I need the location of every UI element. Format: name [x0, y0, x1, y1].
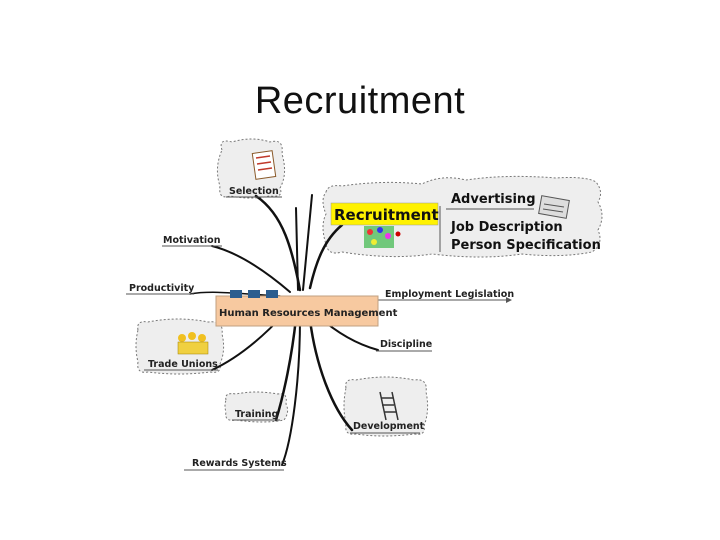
focus-item-advertising: Advertising — [451, 192, 536, 207]
team-icon — [177, 332, 209, 355]
connector-tab — [248, 290, 260, 298]
central-topic: Human Resources Management — [215, 290, 398, 327]
topic-training: Training — [235, 409, 278, 420]
recruitment-highlight — [330, 202, 439, 226]
branch-development — [308, 318, 354, 432]
branch-training — [274, 316, 298, 422]
recruitment-label: Recruitment — [334, 206, 439, 224]
newspaper-icon — [538, 195, 570, 219]
cloud-development — [343, 376, 429, 437]
topic-rewards-systems: Rewards Systems — [192, 458, 287, 469]
connector-tab — [266, 290, 278, 298]
focus-item-person-specification: Person Specification — [451, 238, 601, 253]
topic-selection: Selection — [229, 186, 279, 197]
document-icon — [251, 150, 277, 180]
central-topic-label: Human Resources Management — [219, 308, 398, 319]
slide-title: Recruitment — [254, 80, 466, 122]
branch-hub-up — [295, 194, 313, 291]
branch-recruitment — [308, 223, 344, 290]
topic-discipline: Discipline — [380, 339, 432, 350]
topic-development: Development — [353, 421, 425, 432]
topic-underlines — [126, 196, 510, 471]
branch-selection — [254, 194, 302, 292]
branch-rewards — [281, 317, 301, 466]
focus-item-job-description: Job Description — [450, 220, 563, 235]
people-icon — [364, 226, 401, 248]
cloud-shapes — [135, 138, 603, 437]
connector-tab — [230, 290, 242, 298]
branch-motivation — [211, 245, 291, 293]
focus-topic: Recruitment Advertising Job Description … — [330, 192, 601, 253]
topic-motivation: Motivation — [163, 235, 221, 246]
cloud-training — [224, 391, 289, 423]
ladder-icon — [379, 391, 399, 421]
topic-productivity: Productivity — [129, 283, 195, 294]
topic-trade-unions: Trade Unions — [148, 359, 218, 370]
arrow-icon — [506, 297, 512, 303]
topic-employment-legislation: Employment Legislation — [385, 289, 514, 300]
